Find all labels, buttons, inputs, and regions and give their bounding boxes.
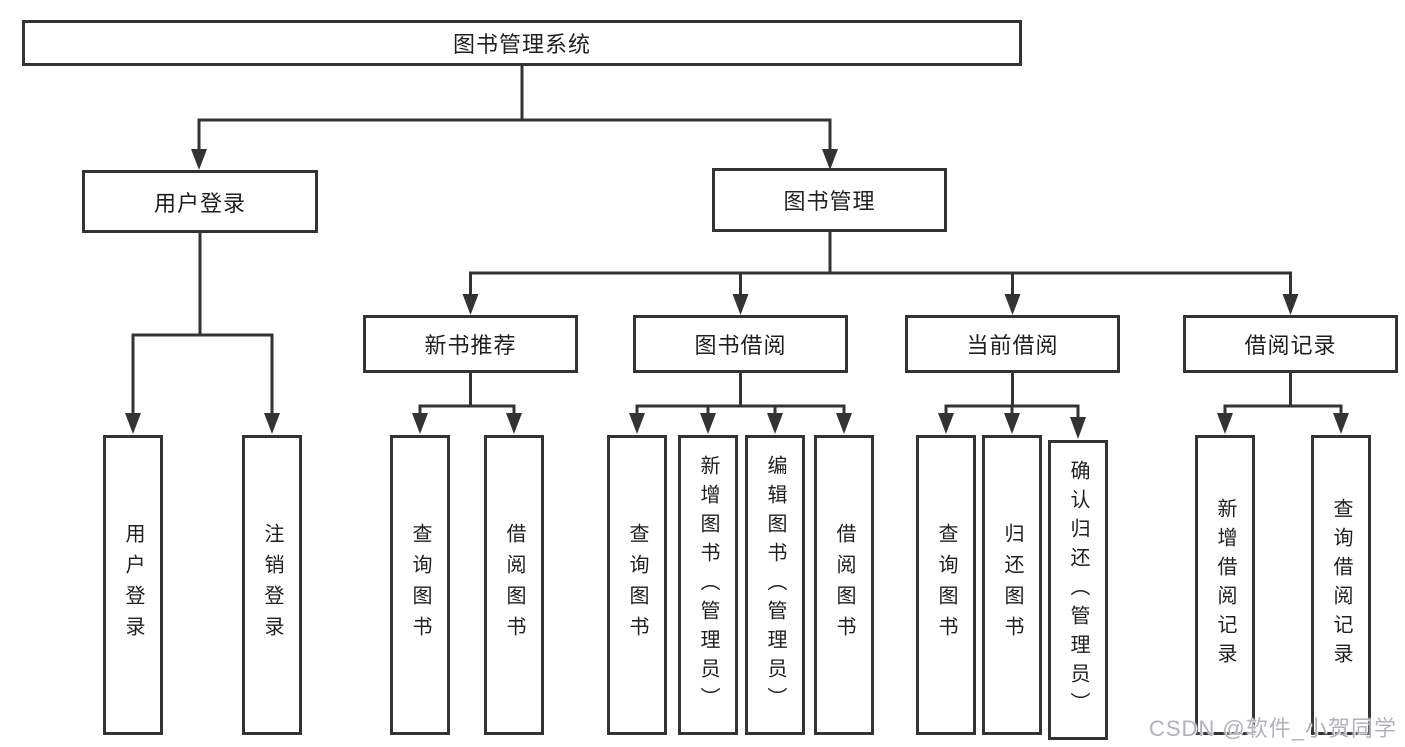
connector-book-borrow-to-leaves <box>629 373 852 434</box>
node-label: 用户登录 <box>122 523 144 647</box>
node-label: 确认归还（管理员） <box>1067 459 1089 721</box>
node-label: 新增图书（管理员） <box>697 454 719 716</box>
leaf-user-login: 用户登录 <box>103 435 163 735</box>
leaf-return-books: 归还图书 <box>982 435 1042 735</box>
leaf-add-borrow-record: 新增借阅记录 <box>1195 435 1255 735</box>
node-library-system: 图书管理系统 <box>22 20 1022 66</box>
leaf-borrow-books-1: 借阅图书 <box>484 435 544 735</box>
leaf-edit-books-admin: 编辑图书（管理员） <box>745 435 805 735</box>
leaf-query-books-1: 查询图书 <box>390 435 450 735</box>
node-label: 归还图书 <box>1001 523 1023 647</box>
node-user-login: 用户登录 <box>82 170 318 233</box>
leaf-logout: 注销登录 <box>242 435 302 735</box>
connector-current-borrow-to-leaves <box>938 373 1086 439</box>
connector-new-books-to-leaves <box>412 373 522 434</box>
leaf-borrow-books-2: 借阅图书 <box>814 435 874 735</box>
leaf-query-borrow-record: 查询借阅记录 <box>1311 435 1371 735</box>
node-label: 注销登录 <box>261 523 283 647</box>
leaf-query-books-2: 查询图书 <box>607 435 667 735</box>
leaf-confirm-return-admin: 确认归还（管理员） <box>1048 440 1108 740</box>
node-label: 新书推荐 <box>424 333 517 358</box>
node-label: 新增借阅记录 <box>1214 498 1236 672</box>
node-label: 图书管理系统 <box>452 32 591 57</box>
node-label: 借阅图书 <box>833 523 855 647</box>
connector-borrow-records-to-leaves <box>1217 373 1349 434</box>
node-current-borrowing: 当前借阅 <box>905 315 1120 373</box>
node-label: 用户登录 <box>153 190 246 216</box>
node-book-management: 图书管理 <box>712 168 947 232</box>
node-label: 编辑图书（管理员） <box>764 454 786 716</box>
connector-book-mgmt-to-level3 <box>462 232 1299 315</box>
node-label: 查询图书 <box>626 523 648 647</box>
connector-root-to-level2 <box>191 66 838 170</box>
node-borrowing-records: 借阅记录 <box>1183 315 1398 373</box>
node-label: 查询图书 <box>935 523 957 647</box>
node-label: 图书管理 <box>783 189 876 214</box>
node-label: 查询借阅记录 <box>1330 498 1352 672</box>
node-label: 借阅记录 <box>1244 333 1337 358</box>
node-label: 图书借阅 <box>694 333 787 358</box>
leaf-add-books-admin: 新增图书（管理员） <box>678 435 738 735</box>
node-label: 查询图书 <box>409 523 431 647</box>
node-new-book-recommend: 新书推荐 <box>363 315 578 373</box>
node-label: 当前借阅 <box>966 333 1059 358</box>
node-book-borrowing: 图书借阅 <box>633 315 848 373</box>
node-label: 借阅图书 <box>503 523 525 647</box>
connector-user-login-to-leaves <box>125 233 280 434</box>
leaf-query-books-3: 查询图书 <box>916 435 976 735</box>
